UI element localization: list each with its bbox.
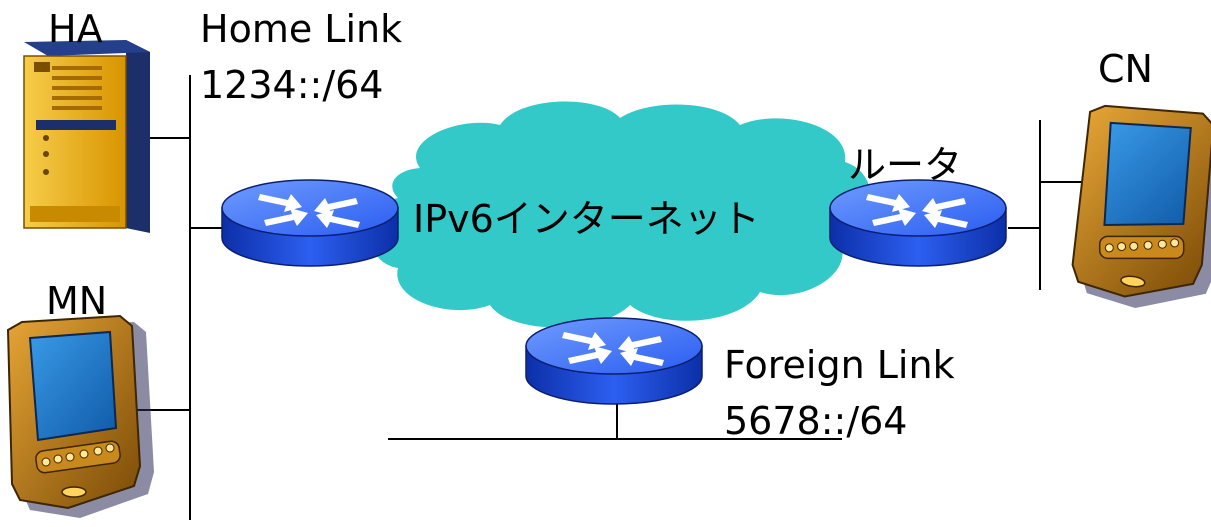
mn-label: MN xyxy=(46,279,108,323)
foreign-link-name: Foreign Link xyxy=(724,343,955,387)
ha-label: HA xyxy=(48,7,103,51)
foreign-link-prefix-rest: ::/64 xyxy=(820,399,908,443)
cn-label: CN xyxy=(1098,47,1153,91)
foreign-link-prefix-underlined: 5678 xyxy=(724,399,821,443)
pda-icon xyxy=(1062,97,1211,320)
pda-icon xyxy=(7,315,155,519)
router-label: ルータ xyxy=(848,143,963,187)
server-tower-icon xyxy=(23,40,150,233)
cloud-icon xyxy=(369,101,871,328)
router-icon xyxy=(525,317,703,405)
internet-label: IPv6インターネット xyxy=(413,197,760,241)
home-link-name: Home Link xyxy=(200,7,403,51)
router-icon xyxy=(829,179,1007,267)
home-link-prefix: 1234::/64 xyxy=(200,63,384,107)
foreign-link-prefix: 5678::/64 xyxy=(724,402,907,440)
router-icon xyxy=(221,179,399,267)
